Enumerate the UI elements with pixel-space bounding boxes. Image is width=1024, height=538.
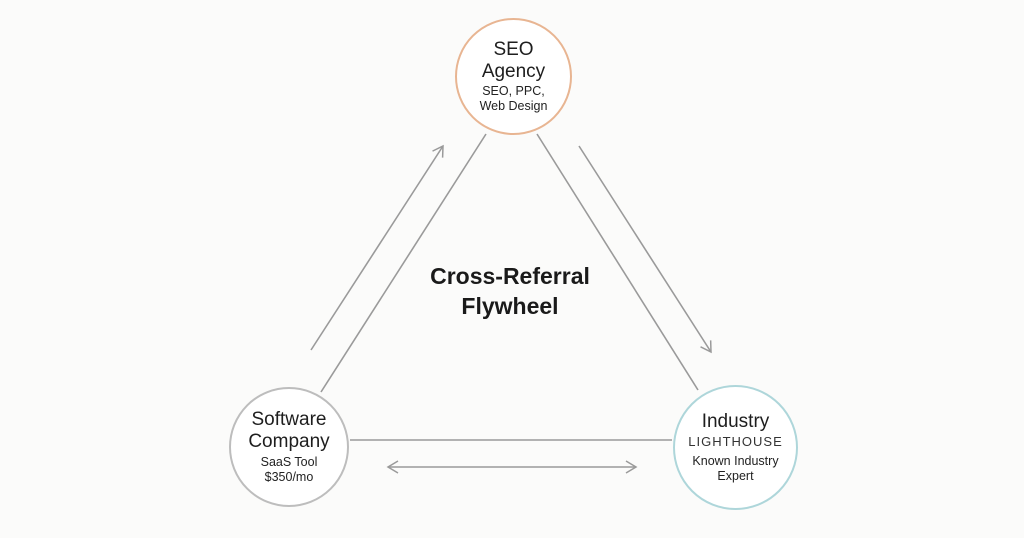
node-software-company: Software Company SaaS Tool $350/mo xyxy=(229,387,349,507)
node-seo-detail-line-1: SEO, PPC, xyxy=(482,84,545,99)
node-industry-detail-line-2: Expert xyxy=(717,469,754,484)
node-software-detail-line-2: $350/mo xyxy=(264,469,314,484)
edge-seo-industry xyxy=(536,133,699,391)
diagram-title-line-1: Cross-Referral xyxy=(430,263,590,289)
node-software-name-line-1: Software xyxy=(251,409,327,431)
edge-seo-software xyxy=(320,133,487,393)
node-software-detail: SaaS Tool $350/mo xyxy=(261,455,318,485)
node-industry-name: Industry xyxy=(701,410,770,432)
diagram-title: Cross-Referral Flywheel xyxy=(390,262,630,322)
arrow-seo-to-industry xyxy=(578,145,712,354)
node-seo-agency: SEO Agency SEO, PPC, Web Design xyxy=(455,18,572,135)
node-seo-detail: SEO, PPC, Web Design xyxy=(480,84,548,114)
node-seo-name-line-1: SEO xyxy=(493,38,534,60)
node-seo-name-line-2: Agency xyxy=(481,60,546,82)
node-software-detail-line-1: SaaS Tool xyxy=(260,454,318,469)
node-industry-lighthouse: Industry LIGHTHOUSE Known Industry Exper… xyxy=(673,385,798,510)
node-software-name-line-2: Company xyxy=(248,431,330,452)
arrow-software-to-seo xyxy=(310,144,444,351)
node-industry-detail: Known Industry Expert xyxy=(692,454,778,484)
diagram-title-line-2: Flywheel xyxy=(461,292,559,319)
node-industry-tag: LIGHTHOUSE xyxy=(688,434,783,450)
node-industry-detail-line-1: Known Industry xyxy=(692,454,779,469)
node-seo-detail-line-2: Web Design xyxy=(479,99,548,114)
